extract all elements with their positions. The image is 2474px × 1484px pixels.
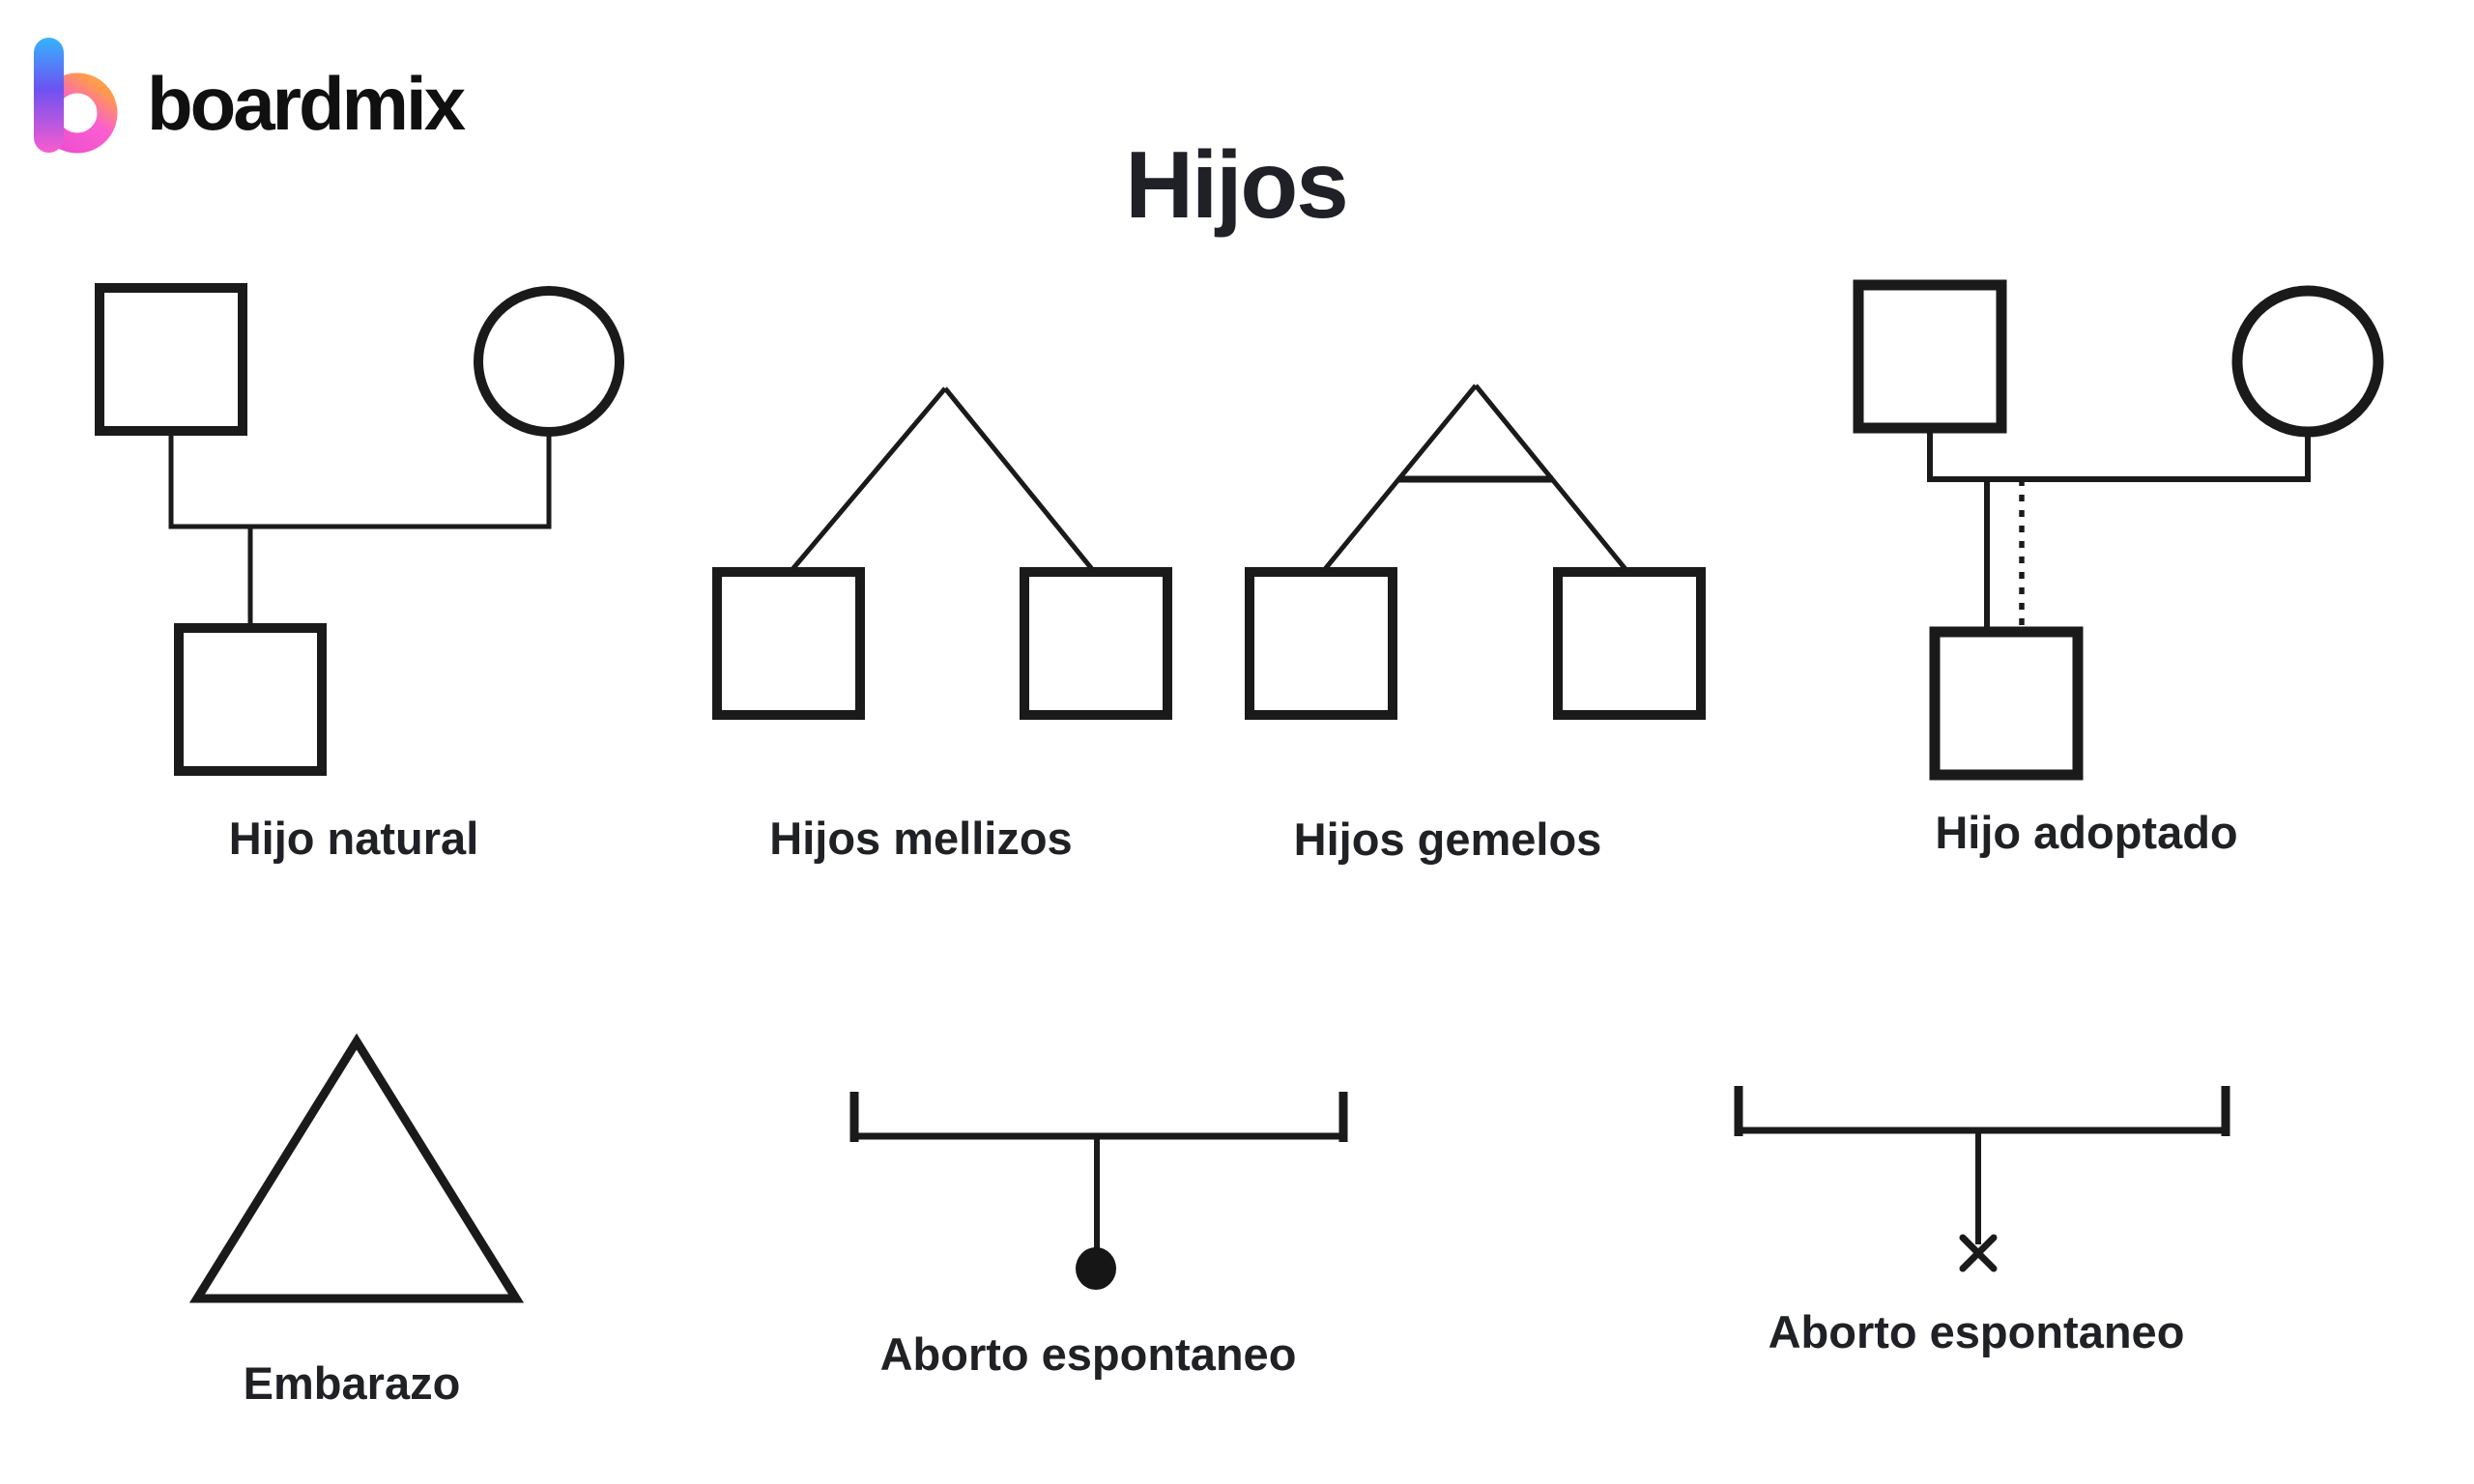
mother-circle <box>474 286 624 437</box>
father-square <box>1853 279 2007 434</box>
twin-square-right <box>1553 567 1706 720</box>
figure-aborto-espontaneo-dot: Aborto espontaneo <box>849 1092 1348 1380</box>
figure-hijos-gemelos: Hijos gemelos <box>1245 384 1706 865</box>
pregnancy-triangle <box>188 1033 525 1303</box>
child-square <box>174 623 327 776</box>
figure-hijo-adoptado: Hijo adoptado <box>1853 279 2384 858</box>
figure-label: Hijos mellizos <box>769 813 1072 864</box>
x-mark-icon <box>1959 1234 1998 1272</box>
figure-label: Hijo natural <box>229 813 479 864</box>
figure-embarazo: Embarazo <box>188 1033 525 1409</box>
twin-square-right <box>1020 567 1172 720</box>
figure-label: Hijo adoptado <box>1935 807 2237 858</box>
mother-circle <box>2231 285 2384 438</box>
figure-hijos-mellizos: Hijos mellizos <box>712 386 1172 864</box>
boardmix-b-icon <box>34 38 118 154</box>
page-title: Hijos <box>1125 131 1347 238</box>
figure-label: Aborto espontaneo <box>880 1328 1297 1380</box>
twin-line-left <box>787 386 947 576</box>
figure-label: Aborto espontaneo <box>1769 1306 2185 1357</box>
figure-label: Embarazo <box>244 1357 461 1409</box>
figure-label: Hijos gemelos <box>1294 813 1602 865</box>
miscarriage-dot <box>1076 1247 1116 1290</box>
adopted-child-square <box>1929 626 2084 781</box>
figure-hijo-natural: Hijo natural <box>95 283 624 864</box>
twin-square-left <box>1245 567 1397 720</box>
father-square <box>95 283 247 436</box>
figure-aborto-espontaneo-x: Aborto espontaneo <box>1734 1086 2230 1357</box>
boardmix-logo[interactable]: boardmix <box>34 38 469 154</box>
twin-line-right <box>943 386 1098 576</box>
boardmix-logo-text: boardmix <box>147 61 466 146</box>
twin-square-left <box>712 567 865 720</box>
